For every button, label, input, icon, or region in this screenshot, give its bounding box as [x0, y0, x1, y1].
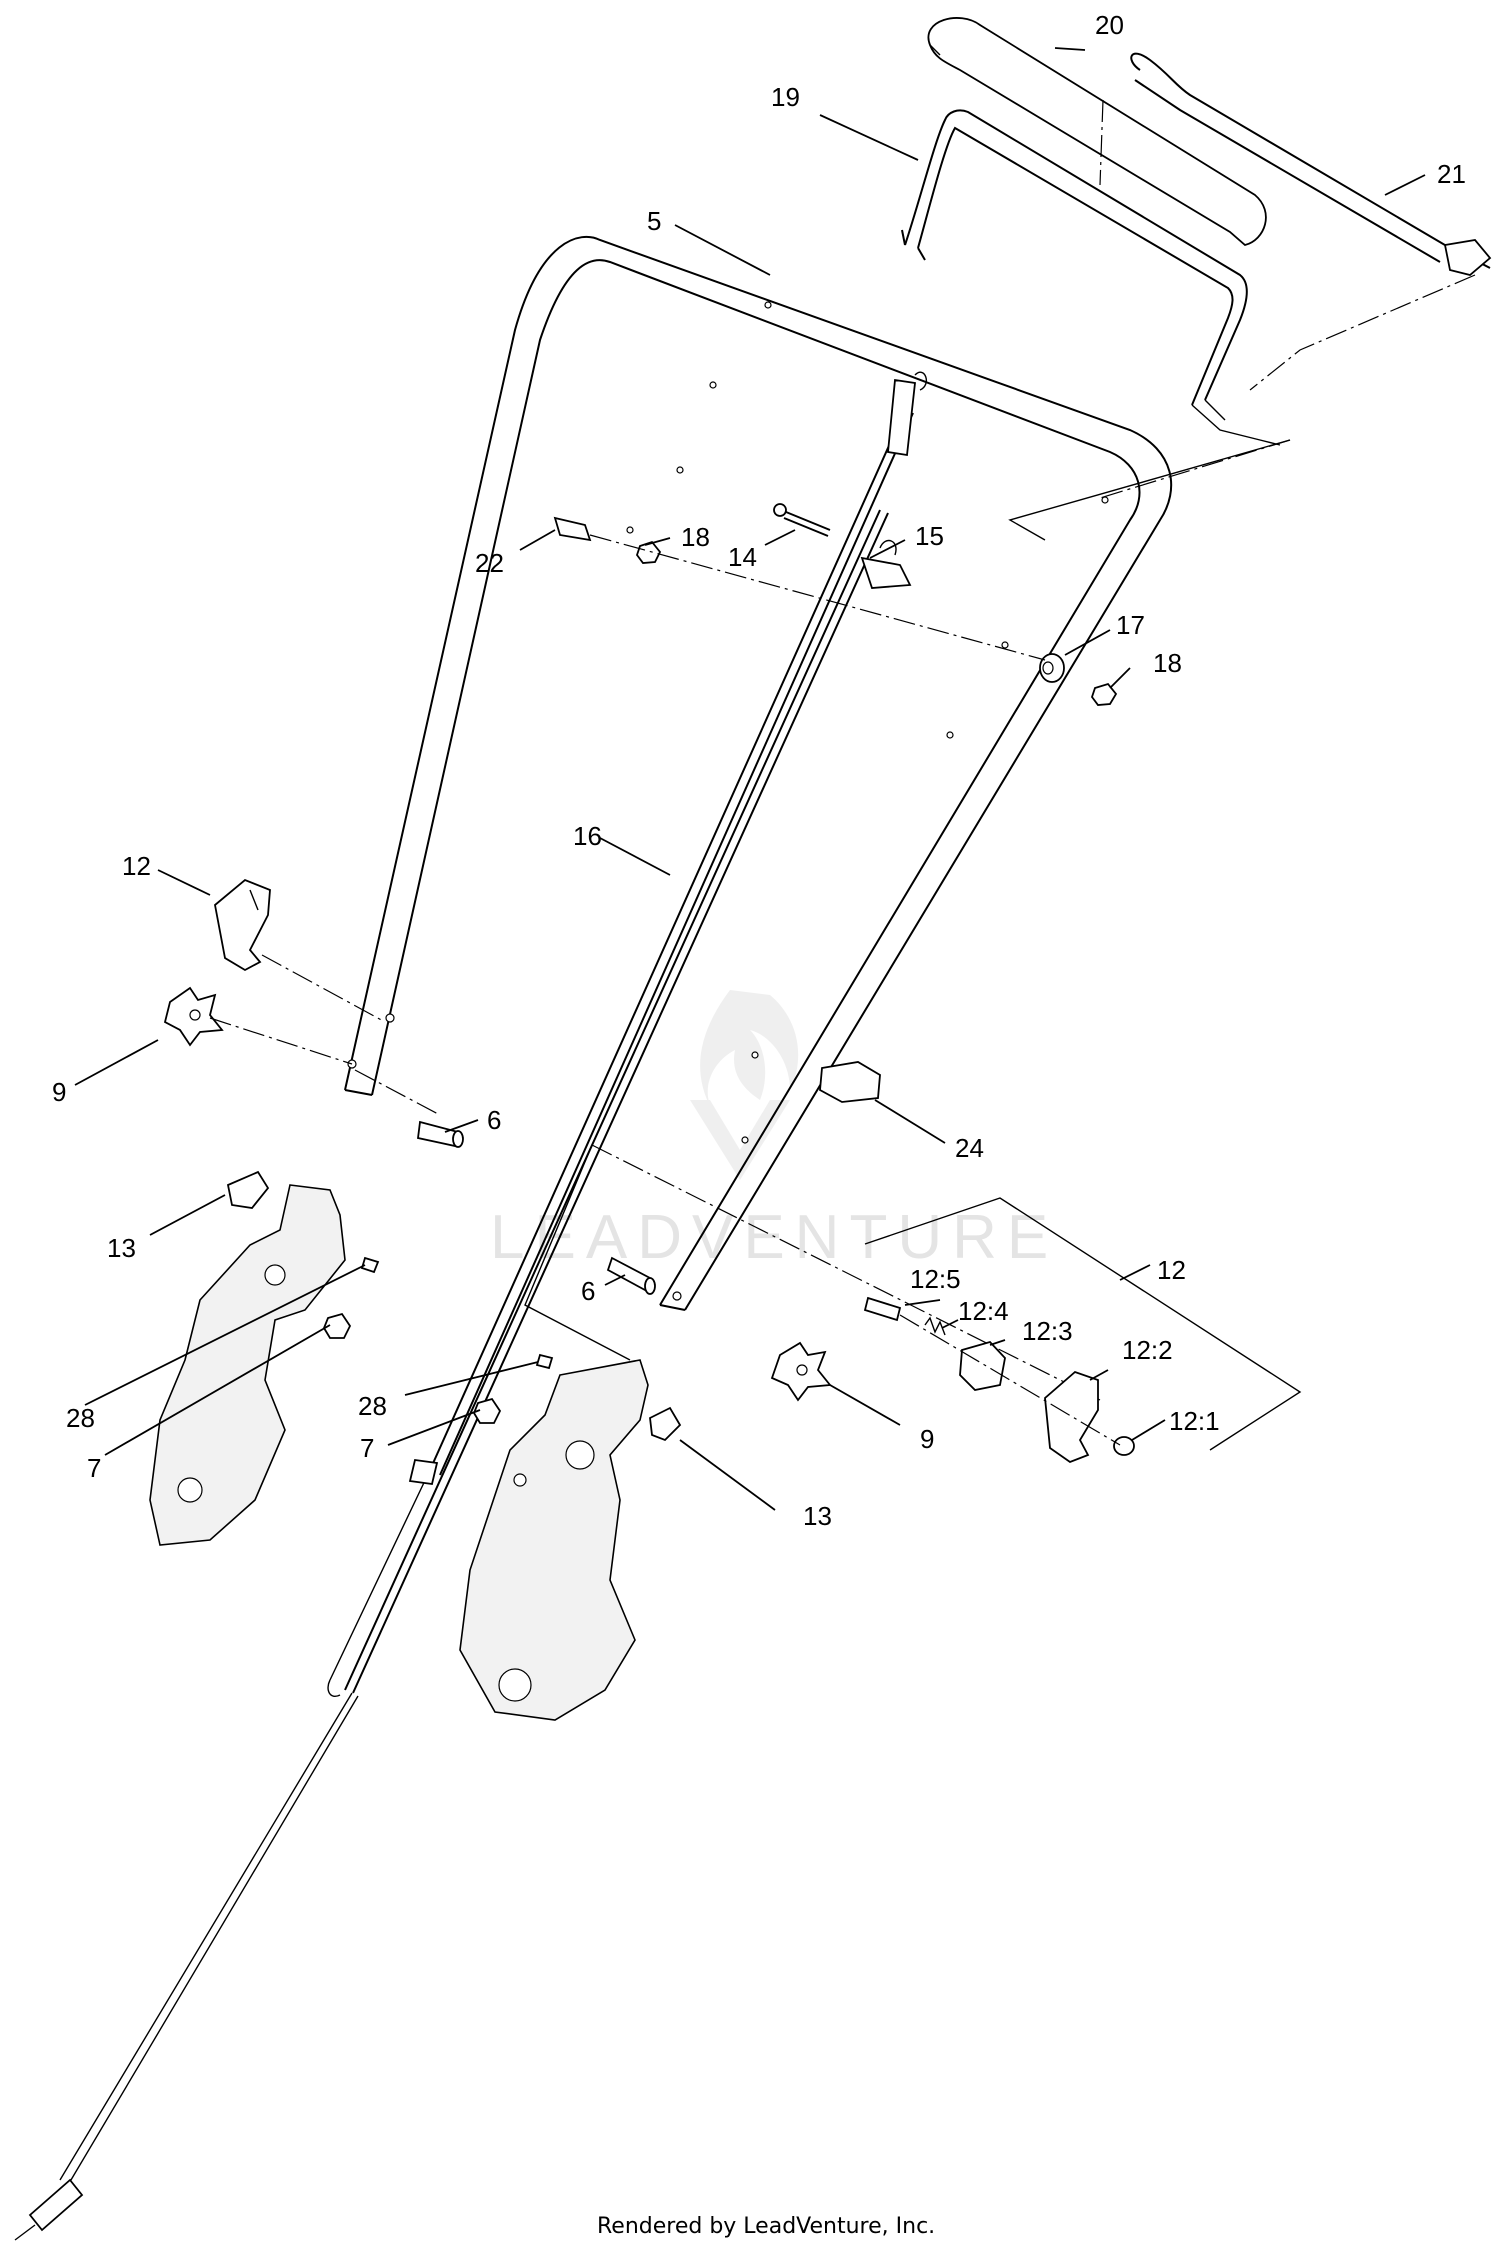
part-12-2-lever [1044, 1370, 1099, 1464]
control-cable-21 [1130, 52, 1492, 276]
part-12-1-cap [1113, 1436, 1135, 1456]
callout-12-5: 12:5 [910, 1264, 961, 1294]
callout-24: 24 [955, 1133, 984, 1163]
part-28-screw-a [360, 1256, 380, 1274]
callout-18b: 18 [1153, 648, 1182, 678]
callout-7b: 7 [360, 1433, 374, 1463]
callout-12b: 12 [1157, 1255, 1186, 1285]
part-28-screw-b [535, 1353, 554, 1370]
footer-credit: Rendered by LeadVenture, Inc. [597, 2214, 935, 2239]
part-13-clip-b [649, 1406, 682, 1442]
callout-28b: 28 [358, 1391, 387, 1421]
part-12-adjust-lever [214, 878, 271, 972]
bail-grip [927, 17, 1267, 246]
callout-12-4: 12:4 [958, 1296, 1009, 1326]
callout-13a: 13 [107, 1233, 136, 1263]
part-9-knob-b [770, 1341, 832, 1402]
bail-lever [901, 109, 1281, 446]
callout-15: 15 [915, 521, 944, 551]
part-9-knob [163, 986, 224, 1047]
part-18-nut-b [1090, 682, 1118, 706]
part-6-bolt-b [606, 1256, 656, 1295]
part-17-spacer [1039, 653, 1065, 683]
callout-14: 14 [728, 542, 757, 572]
upper-handle [344, 236, 1173, 1311]
part-12-4-spring [924, 1316, 946, 1336]
part-12-3-insert [959, 1340, 1006, 1391]
callout-9b: 9 [920, 1424, 934, 1454]
callout-13b: 13 [803, 1501, 832, 1531]
watermark-text: LEADVENTURE [490, 1203, 1058, 1272]
left-bracket [149, 1184, 346, 1546]
right-bracket [459, 1359, 649, 1721]
callout-6b: 6 [581, 1276, 595, 1306]
callout-20: 20 [1095, 10, 1124, 40]
leader-lines [74, 47, 1426, 1511]
callout-16: 16 [573, 821, 602, 851]
callout-12-2: 12:2 [1122, 1335, 1173, 1365]
callout-17: 17 [1116, 610, 1145, 640]
part-14-bolt [773, 503, 831, 537]
part-12-5-pin [863, 1296, 902, 1322]
callout-21: 21 [1437, 159, 1466, 189]
control-cable-16 [14, 371, 928, 2241]
callout-5: 5 [647, 206, 661, 236]
callout-9a: 9 [52, 1077, 66, 1107]
callout-7a: 7 [87, 1453, 101, 1483]
callout-12a: 12 [122, 851, 151, 881]
callout-labels: 20 19 21 5 22 18 14 15 17 18 16 12 9 6 2… [52, 10, 1466, 1531]
callout-12-1: 12:1 [1169, 1406, 1220, 1436]
part-6-bolt-a [417, 1120, 464, 1148]
part-15-cable-clip [860, 539, 912, 589]
watermark-logo [690, 990, 799, 1180]
part-24-connector [819, 1061, 881, 1103]
callout-19: 19 [771, 82, 800, 112]
assembly-12-bracket [864, 1197, 1302, 1451]
callout-6a: 6 [487, 1105, 501, 1135]
callout-12-3: 12:3 [1022, 1316, 1073, 1346]
part-22-clip [553, 516, 592, 542]
callout-22: 22 [475, 548, 504, 578]
callout-18a: 18 [681, 522, 710, 552]
part-13-clip-a [226, 1170, 270, 1209]
part-18-nut-a [635, 540, 662, 564]
callout-28a: 28 [66, 1403, 95, 1433]
